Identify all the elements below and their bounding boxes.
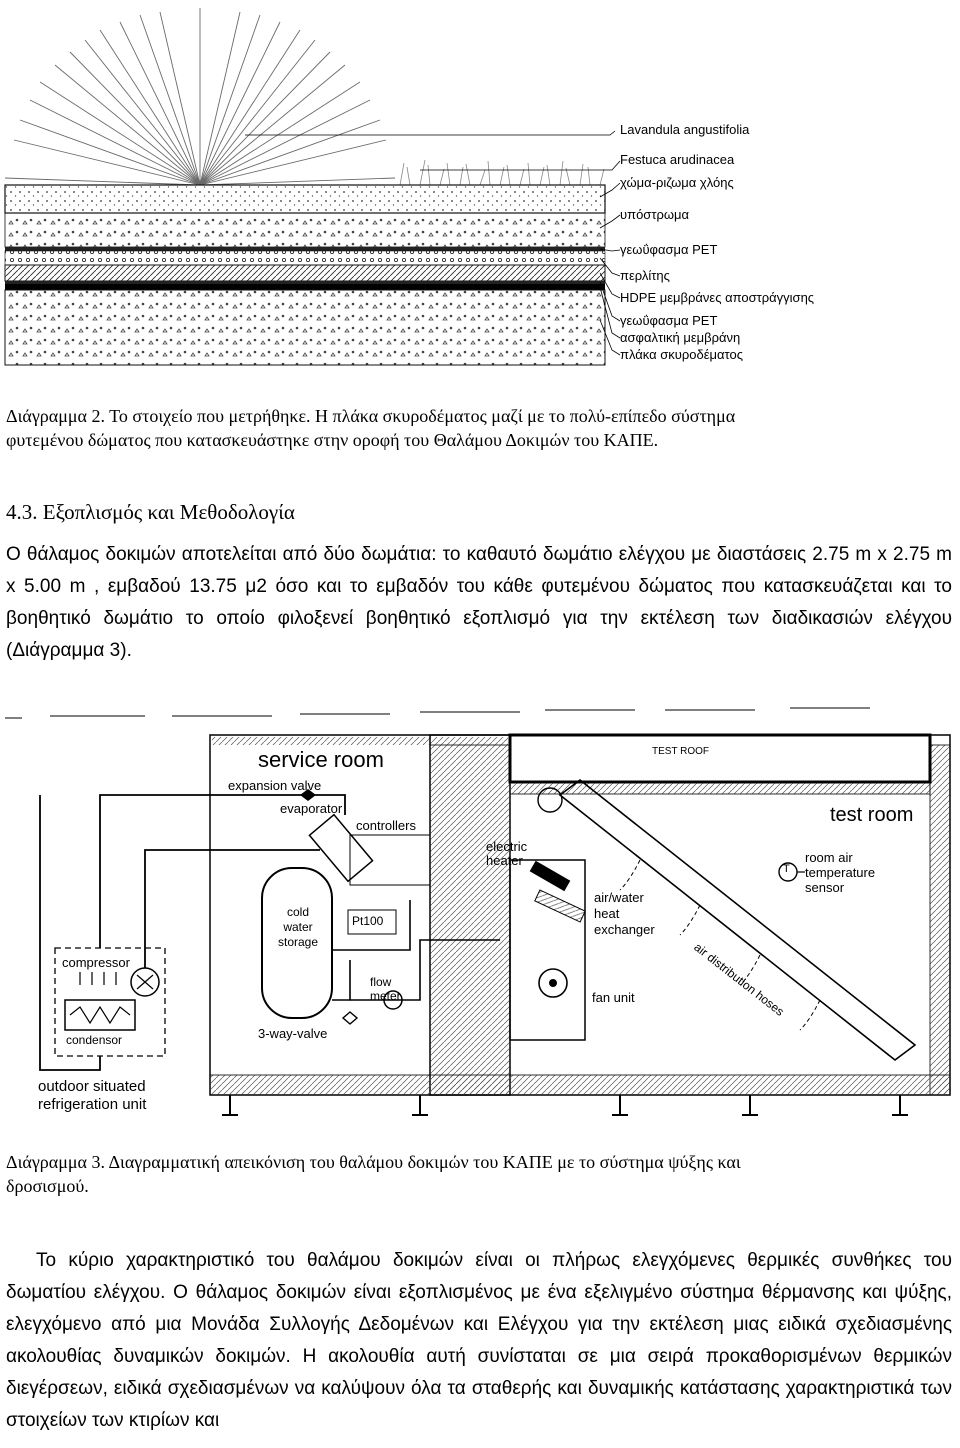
label-substrate: υπόστρωμα: [620, 207, 690, 222]
label-soil: χώμα-ριζωμα χλόης: [620, 175, 734, 190]
cold-water-label-2: water: [283, 920, 313, 934]
controllers-label: controllers: [356, 818, 416, 833]
soil-layer: [4, 184, 606, 214]
figure-2-green-roof-section: Lavandula angustifolia Festuca arudinace…: [0, 0, 960, 380]
flow-meter-label-2: meter: [370, 989, 401, 1003]
leader-lines: [245, 130, 621, 356]
electric-heater-label-1: electric: [486, 839, 528, 854]
substrate-layer: [4, 212, 606, 248]
grass-strokes: [399, 159, 605, 186]
air-distribution-hose: [558, 778, 917, 1062]
three-way-valve-symbol: [341, 1011, 359, 1025]
room-air-label-2: temperature: [805, 865, 876, 880]
label-festuca: Festuca arudinacea: [620, 152, 735, 167]
label-lavandula: Lavandula angustifolia: [620, 122, 750, 137]
test-cell-schematic: [5, 707, 951, 1116]
electric-heater-label: electric heater: [486, 840, 527, 868]
electric-heater-coil: [529, 860, 571, 892]
air-water-label-3: exchanger: [594, 922, 655, 937]
pt100-box: [347, 909, 397, 935]
plant-illustration: [4, 8, 396, 186]
exchanger-coil: [534, 889, 586, 923]
service-room-ceiling: [212, 737, 508, 745]
top-rules: [5, 707, 870, 719]
outdoor-unit-box: [54, 947, 166, 1057]
fan-unit-label: fan unit: [592, 990, 635, 1005]
asphalt-membrane-layer: [5, 284, 605, 290]
expansion-valve-label: expansion valve: [228, 778, 322, 793]
caption-2-line-1: Διάγραμμα 2. Το στοιχείο που μετρήθηκε. …: [6, 406, 736, 426]
expansion-valve-symbol: [300, 789, 316, 801]
flow-meter-symbol: [383, 990, 403, 1010]
floor-slab: [209, 1074, 951, 1096]
cold-water-tank: [261, 867, 333, 1019]
figure-2-caption: Διάγραμμα 2. Το στοιχείο που μετρήθηκε. …: [6, 404, 956, 452]
cold-water-label-3: storage: [277, 935, 319, 949]
test-roof-slab: [509, 781, 931, 795]
label-geotextile-2: γεωΰφασμα PET: [620, 313, 718, 328]
air-water-label-1: air/water: [594, 890, 644, 905]
flow-meter-label-1: flow: [370, 975, 392, 989]
final-paragraph: Το κύριο χαρακτηριστικό του θαλάμου δοκι…: [6, 1250, 952, 1431]
caption-3-line-1: Διάγραμμα 3. Διαγραμματική απεικόνιση το…: [6, 1152, 741, 1172]
air-water-label-2: heat: [594, 906, 620, 921]
evaporator-symbol: [308, 813, 374, 883]
air-flow-arrows: [619, 859, 821, 1031]
perlite-layer: [4, 250, 606, 266]
section-heading: 4.3. Εξοπλισμός και Μεθοδολογία: [6, 500, 295, 524]
green-roof-layers-drawing: [4, 8, 621, 366]
cold-water-label: cold water storage: [275, 905, 321, 950]
electric-heater-label-2: heater: [486, 853, 523, 868]
fan-unit-symbol: [538, 968, 568, 998]
label-geotextile-1: γεωΰφασμα PET: [620, 242, 718, 257]
east-wall: [929, 744, 951, 1096]
air-water-exchanger-label: air/water heat exchanger: [594, 890, 655, 938]
outdoor-label-1: outdoor situated: [38, 1078, 146, 1095]
caption-2-line-2: φυτεμένου δώματος που κατασκευάστηκε στη…: [6, 430, 659, 450]
controllers-box: [349, 834, 431, 886]
partition-wall: [429, 744, 511, 1096]
label-perlite: περλίτης: [620, 268, 670, 283]
room-air-label-3: sensor: [805, 880, 845, 895]
supports: [222, 1095, 908, 1116]
water-pipes: [332, 900, 500, 1001]
geotextile-layer-1: [5, 247, 605, 251]
evaporator-label: evaporator: [280, 801, 343, 816]
outdoor-label-2: refrigeration unit: [38, 1096, 147, 1113]
test-roof-label: TEST ROOF: [652, 746, 710, 757]
condensor-label: condensor: [66, 1033, 123, 1047]
label-concrete: πλάκα σκυροδέματος: [620, 347, 743, 362]
outdoor-unit-label: outdoor situated refrigeration unit: [38, 1078, 146, 1114]
test-room-label: test room: [830, 804, 914, 826]
figure-3-caption: Διάγραμμα 3. Διαγραμματική απεικόνιση το…: [6, 1150, 956, 1198]
service-room-label: service room: [258, 747, 384, 772]
heat-exchanger-casing: [509, 859, 586, 1041]
sensor-symbol-label: T: [783, 863, 790, 875]
compressor-arrows: [79, 972, 117, 985]
condensor-symbol: [64, 999, 136, 1031]
section-paragraph: Ο θάλαμος δοκιμών αποτελείται από δύο δω…: [6, 544, 952, 661]
cold-water-label-1: cold: [286, 905, 309, 919]
pt100-label: Pt100: [352, 914, 384, 928]
three-way-valve-label: 3-way-valve: [258, 1026, 328, 1041]
figure-3-test-cell: service room test room TEST ROOF expansi…: [0, 700, 960, 1130]
refrigerant-pipes: [39, 794, 346, 1071]
geotextile-layer-2: [5, 281, 605, 284]
compressor-label: compressor: [62, 955, 130, 970]
hose-elbow: [537, 787, 563, 813]
room-air-label-1: room air: [805, 850, 853, 865]
room-air-sensor-label: room air temperature sensor: [805, 850, 875, 895]
label-asphalt: ασφαλτική μεμβράνη: [620, 330, 741, 345]
flow-meter-label: flow meter: [370, 975, 401, 1003]
test-roof-box: [508, 733, 932, 784]
hdpe-drainage-layer: [4, 264, 606, 282]
concrete-slab-layer: [4, 289, 606, 366]
label-hdpe: HDPE μεμβράνες αποστράγγισης: [620, 290, 815, 305]
caption-3-line-2: δροσισμού.: [6, 1176, 89, 1196]
